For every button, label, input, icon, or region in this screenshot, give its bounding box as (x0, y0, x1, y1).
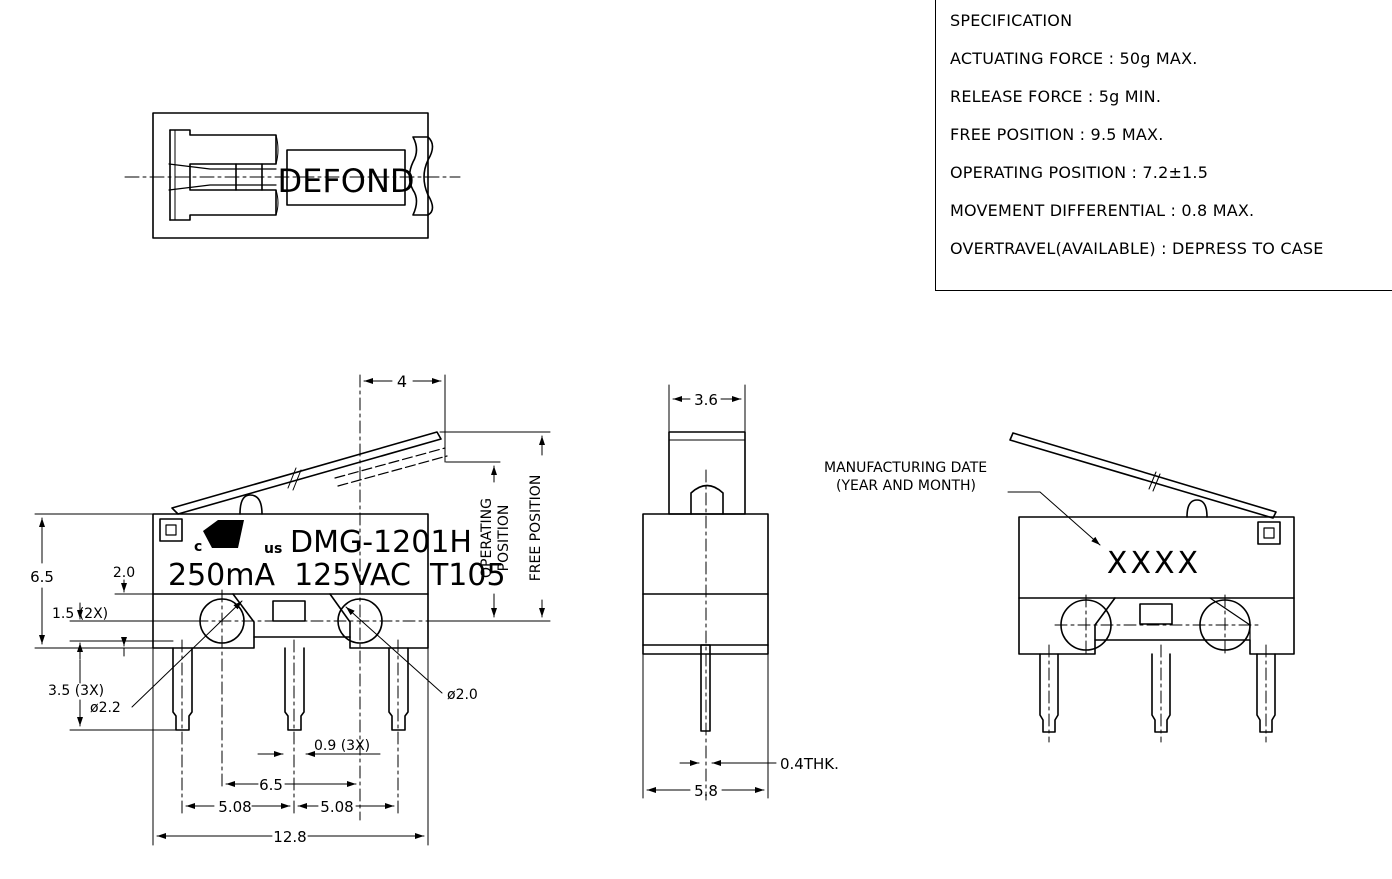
front-view: c us DMG-1201H 250mA 125VAC T105 4 6.5 2… (30, 372, 551, 846)
back-ul-square-icon (1257, 521, 1281, 545)
front-window (272, 600, 306, 622)
dim-overall-length: 12.8 (273, 828, 306, 846)
mfg-date-label-line2: (YEAR AND MONTH) (836, 478, 976, 494)
cert-us-mark: us (264, 541, 282, 557)
dim-terminal-thickness: 0.4THK. (780, 755, 839, 773)
dim-terminal-length: 3.5 (3X) (48, 683, 104, 699)
side-roller (690, 484, 724, 515)
dim-pitch-left: 5.08 (218, 798, 251, 816)
spec-free-position: FREE POSITION : 9.5 MAX. (950, 125, 1164, 144)
front-terminal-1 (172, 647, 193, 731)
label-position: POSITION (496, 505, 512, 572)
dim-hole-dia-right: ø2.0 (447, 687, 478, 703)
dim-hole-spacing: 6.5 (259, 776, 283, 794)
label-operating: OPERATING (479, 498, 495, 578)
dim-body-width: 5.8 (694, 782, 718, 800)
dim-height: 6.5 (30, 568, 54, 586)
top-view-outline (152, 112, 429, 239)
back-window (1139, 603, 1173, 625)
specification-title: SPECIFICATION (950, 11, 1073, 30)
front-roller (239, 494, 263, 515)
back-lever (1009, 432, 1277, 519)
dim-lever-offset: 4 (397, 372, 407, 391)
spec-operating-position: OPERATING POSITION : 7.2±1.5 (950, 163, 1209, 182)
brand-box (286, 149, 406, 206)
label-free-position: FREE POSITION (528, 475, 544, 582)
top-view-lever (168, 129, 279, 221)
spec-actuating-force: ACTUATING FORCE : 50g MAX. (950, 49, 1198, 68)
back-view: XXXX MANUFACTURING DATE (YEAR AND MONTH) (824, 432, 1295, 743)
dim-hole-height: 1.5 (2X) (52, 606, 108, 622)
spec-movement-differential: MOVEMENT DIFFERENTIAL : 0.8 MAX. (950, 201, 1255, 220)
date-code: XXXX (1107, 546, 1201, 581)
front-terminal-2 (284, 647, 305, 731)
mfg-date-label-line1: MANUFACTURING DATE (824, 460, 987, 476)
ul-logo-icon (203, 520, 244, 548)
back-body (1018, 516, 1295, 655)
ul-square-icon (159, 518, 183, 542)
cert-c-mark: c (194, 539, 202, 555)
top-view: DEFOND (124, 112, 461, 239)
rating-text: 250mA 125VAC T105 (168, 558, 506, 593)
dim-actuator-width: 3.6 (694, 391, 718, 409)
front-lever (171, 431, 442, 515)
model-number: DMG-1201H (290, 525, 472, 560)
brand-label: DEFOND (277, 162, 414, 200)
spec-release-force: RELEASE FORCE : 5g MIN. (950, 87, 1162, 106)
top-view-end-cap (408, 136, 434, 216)
front-terminal-3 (388, 647, 409, 731)
back-roller (1186, 499, 1208, 518)
spec-overtravel: OVERTRAVEL(AVAILABLE) : DEPRESS TO CASE (950, 239, 1324, 258)
dim-hole-dia-left: ø2.2 (90, 700, 121, 716)
dim-pitch-right: 5.08 (320, 798, 353, 816)
dim-terminal-width: 0.9 (3X) (314, 738, 370, 754)
side-view: 3.6 5.8 0.4THK. (642, 384, 839, 801)
dim-top-to-hole: 2.0 (113, 565, 135, 581)
specification-box: SPECIFICATION ACTUATING FORCE : 50g MAX.… (935, 0, 1392, 291)
side-actuator (668, 431, 746, 515)
